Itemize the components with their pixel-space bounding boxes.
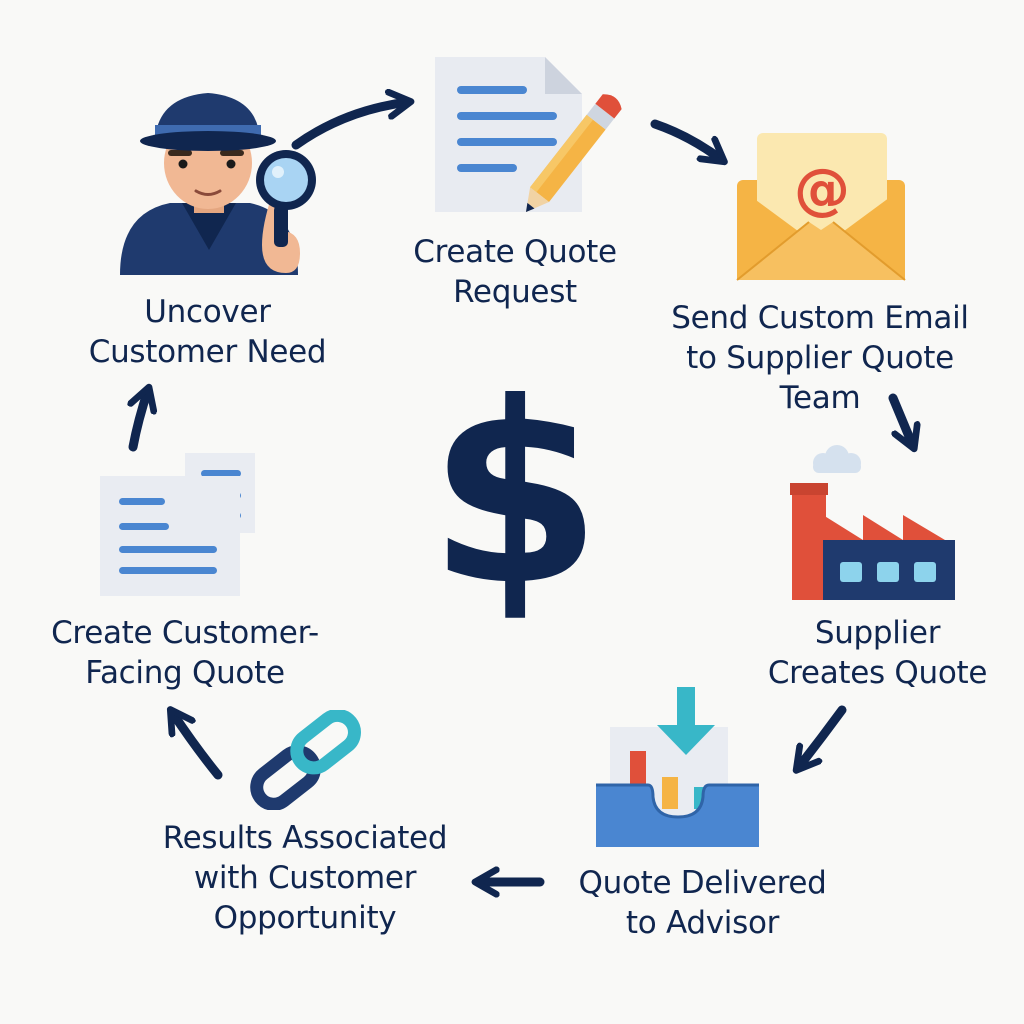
arrow-associated-to-customer-quote xyxy=(172,712,223,780)
envelope-icon: @ xyxy=(736,133,906,281)
arrow-uncover-to-request xyxy=(291,102,408,150)
factory-icon xyxy=(790,445,955,600)
arrow-email-to-supplier xyxy=(888,393,913,446)
inbox-chart-icon xyxy=(596,687,759,847)
detective-icon xyxy=(120,93,316,275)
documents-icon xyxy=(100,453,255,596)
arrow-supplier-to-delivered xyxy=(798,705,847,768)
arrow-customer-quote-to-uncover xyxy=(133,390,148,452)
document-pencil-icon xyxy=(435,57,622,212)
at-symbol: @ xyxy=(794,157,850,222)
arrow-request-to-email xyxy=(650,119,722,160)
dollar-icon: $ xyxy=(428,349,602,640)
link-icon xyxy=(250,710,361,810)
step-label-customer-facing-quote: Create Customer-Facing Quote xyxy=(51,615,319,691)
